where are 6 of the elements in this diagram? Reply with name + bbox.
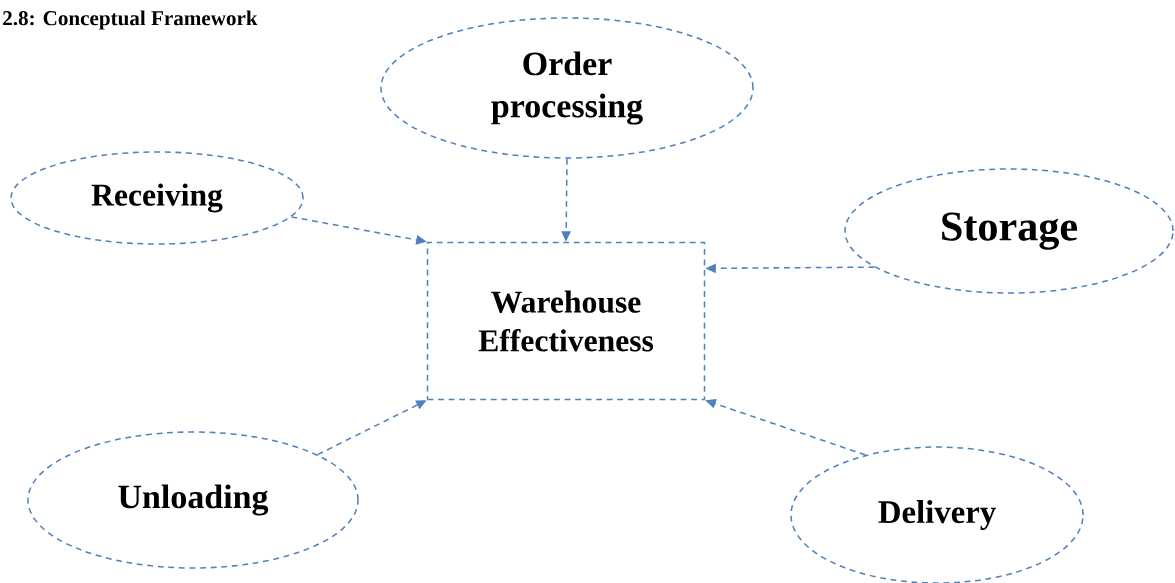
ellipse-node: Unloading bbox=[27, 431, 359, 569]
figure-title: 2.8: Conceptual Framework bbox=[3, 10, 258, 30]
ellipse-node: Receiving bbox=[10, 151, 304, 245]
ellipse-node: Storage bbox=[844, 168, 1174, 294]
ellipse-node: Order processing bbox=[380, 17, 754, 159]
process-box: Warehouse Effectiveness bbox=[426, 241, 706, 401]
